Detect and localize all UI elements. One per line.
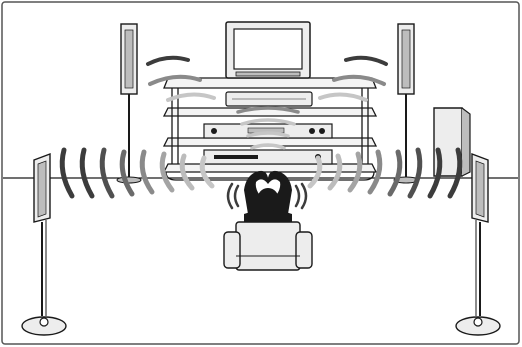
television (226, 22, 310, 78)
center-speaker (226, 92, 312, 106)
armchair (224, 222, 312, 270)
listener (244, 171, 292, 226)
listener-head (257, 188, 279, 212)
dvd-player (204, 150, 332, 164)
av-receiver (204, 124, 332, 138)
